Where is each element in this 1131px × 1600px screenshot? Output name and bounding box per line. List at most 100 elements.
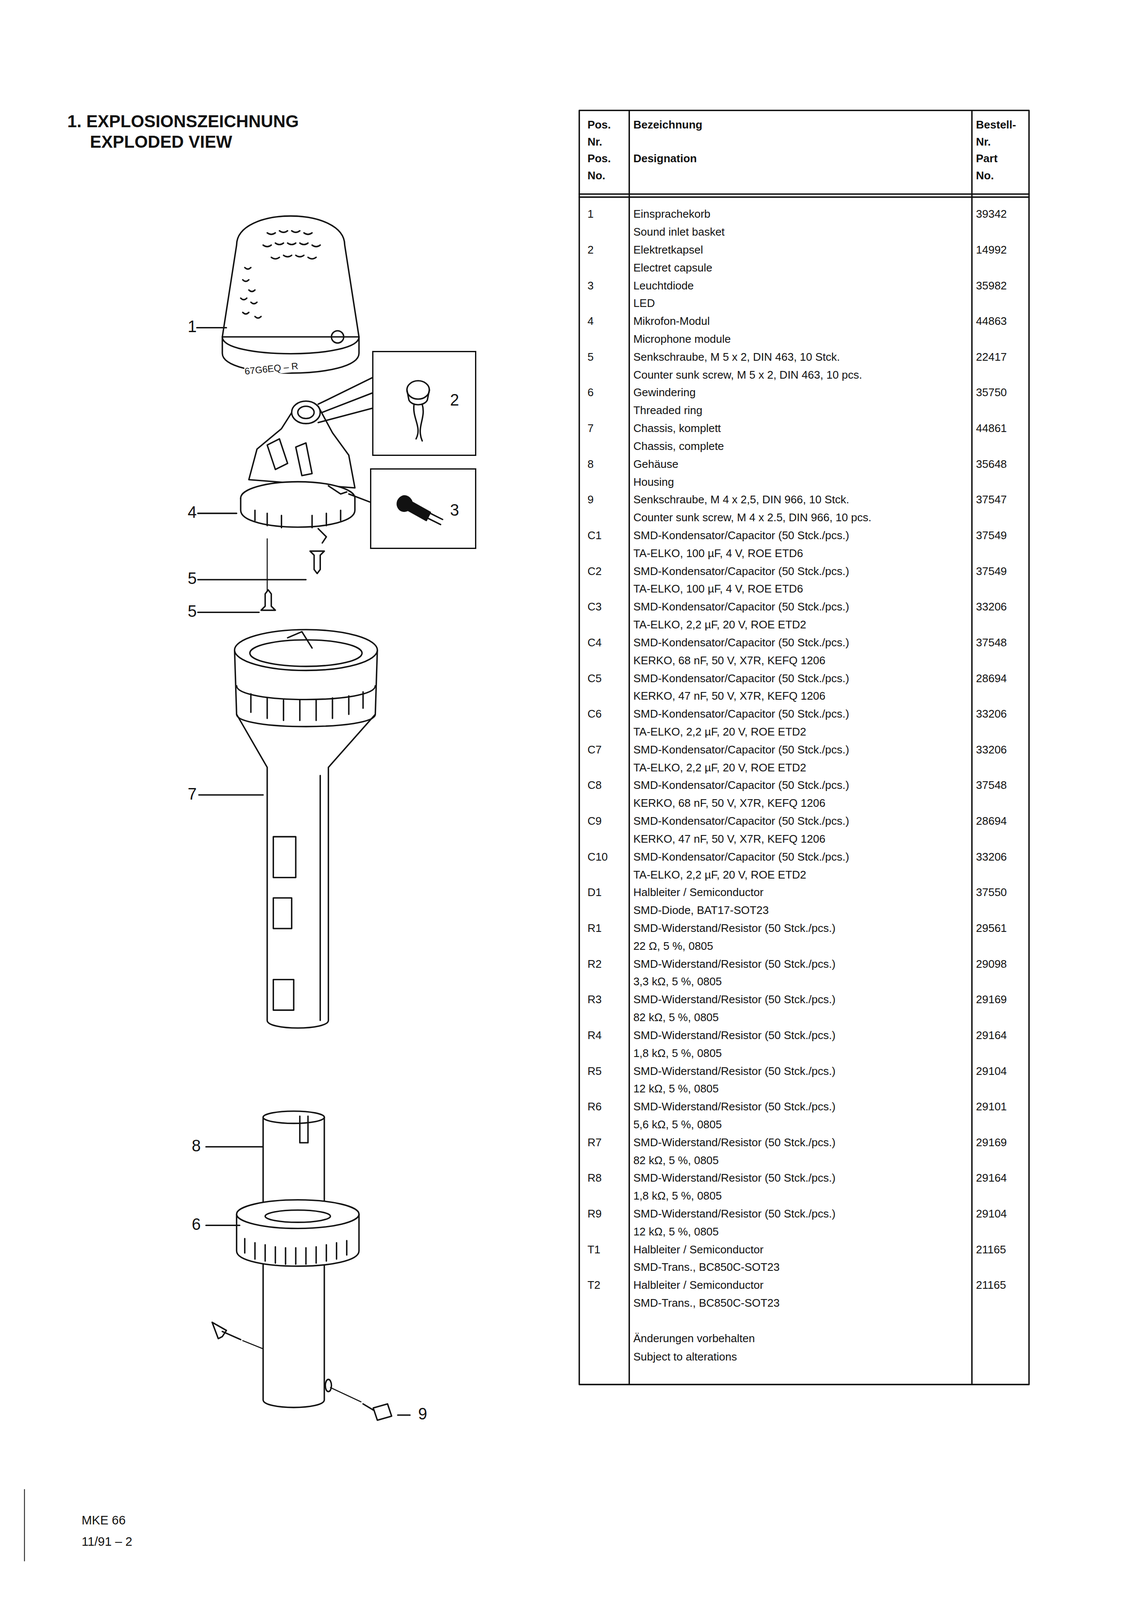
- position-number: R5: [587, 1061, 602, 1080]
- callout-number: 7: [187, 784, 197, 804]
- chassis-windows: [273, 836, 296, 1010]
- part-number: 39342: [976, 204, 1007, 223]
- position-number: 2: [587, 240, 594, 259]
- designation-de: SMD-Widerstand/Resistor (50 Stck./pcs.): [633, 1061, 836, 1080]
- threaded-ring: [236, 1199, 359, 1266]
- document-id: MKE 66: [81, 1509, 126, 1531]
- assembly-line: [242, 1340, 264, 1349]
- designation-en: 1,8 kΩ, 5 %, 0805: [633, 1186, 722, 1205]
- part-number: 28694: [976, 669, 1007, 688]
- designation-de: Gewindering: [633, 383, 696, 402]
- position-number: 9: [587, 490, 594, 509]
- part-number: 21165: [976, 1275, 1006, 1294]
- position-number: 1: [587, 204, 594, 223]
- callout-number: 1: [187, 317, 197, 336]
- leader-line: [318, 377, 373, 405]
- designation-de: Halbleiter / Semiconductor: [633, 1240, 764, 1259]
- module-capsule: [297, 406, 315, 419]
- position-number: R8: [587, 1168, 602, 1187]
- designation-en: Electret capsule: [633, 258, 713, 277]
- designation-en: KERKO, 68 nF, 50 V, X7R, KEFQ 1206: [633, 651, 826, 670]
- callout-number: 6: [191, 1214, 201, 1234]
- chassis-ring-inner: [249, 639, 362, 667]
- part-number: 37549: [976, 562, 1007, 581]
- table-rule: [628, 110, 630, 1385]
- designation-de: SMD-Widerstand/Resistor (50 Stck./pcs.): [633, 1097, 836, 1116]
- part-number: 33206: [976, 740, 1007, 759]
- designation-de: SMD-Kondensator/Capacitor (50 Stck./pcs.…: [633, 847, 850, 866]
- module-board: [267, 438, 312, 476]
- position-number: 3: [587, 276, 594, 295]
- callout-number: 5: [187, 568, 197, 588]
- position-number: C6: [587, 704, 602, 723]
- designation-de: SMD-Kondensator/Capacitor (50 Stck./pcs.…: [633, 811, 850, 830]
- part-number: 29104: [976, 1061, 1007, 1080]
- table-rule: [579, 193, 1029, 195]
- ring-bore: [265, 1209, 331, 1223]
- position-number: 7: [587, 419, 594, 438]
- callout-number: 8: [191, 1136, 201, 1155]
- designation-en: TA-ELKO, 100 µF, 4 V, ROE ETD6: [633, 579, 804, 598]
- module-teeth: [254, 510, 341, 528]
- designation-en: 3,3 kΩ, 5 %, 0805: [633, 972, 722, 991]
- designation-de: SMD-Widerstand/Resistor (50 Stck./pcs.): [633, 990, 836, 1009]
- part-number: 29101: [976, 1097, 1007, 1116]
- position-number: R6: [587, 1097, 602, 1116]
- position-number: 4: [587, 311, 594, 330]
- ring-knurl: [244, 1238, 347, 1265]
- led-body: [397, 495, 431, 521]
- leader-line: [322, 393, 373, 413]
- capsule-leads: [413, 404, 424, 441]
- designation-en: Housing: [633, 472, 674, 491]
- designation-en: 82 kΩ, 5 %, 0805: [633, 1008, 719, 1027]
- position-number: C10: [587, 847, 608, 866]
- part-number: 29164: [976, 1168, 1007, 1187]
- page-title: 1. EXPLOSIONSZEICHNUNG EXPLODED VIEW: [67, 110, 364, 152]
- part-number: 29104: [976, 1204, 1007, 1223]
- screw: [363, 1403, 392, 1420]
- housing-slot: [300, 1116, 309, 1143]
- countersunk-screws-5: [261, 550, 325, 611]
- designation-de: SMD-Widerstand/Resistor (50 Stck./pcs.): [633, 1168, 836, 1187]
- basket-logo: [331, 330, 344, 344]
- screw: [261, 589, 276, 611]
- designation-en: Threaded ring: [633, 401, 703, 420]
- position-number: R9: [587, 1204, 602, 1223]
- part-number: 44863: [976, 311, 1007, 330]
- part-number: 37548: [976, 775, 1007, 794]
- position-number: 6: [587, 383, 594, 402]
- countersunk-screws-9: [212, 1321, 392, 1420]
- designation-de: Elektretkapsel: [633, 240, 703, 259]
- chassis-detail: [287, 631, 312, 648]
- leader-line: [318, 408, 373, 423]
- designation-de: SMD-Kondensator/Capacitor (50 Stck./pcs.…: [633, 562, 850, 581]
- position-number: C1: [587, 526, 602, 545]
- designation-de: Chassis, komplett: [633, 419, 721, 438]
- callout-number: 2: [449, 390, 459, 410]
- designation-en: Counter sunk screw, M 5 x 2, DIN 463, 10…: [633, 365, 863, 384]
- callout-number: 3: [449, 500, 459, 520]
- leader-line: [198, 611, 260, 613]
- screw: [309, 550, 324, 574]
- table-header: Designation: [633, 149, 697, 167]
- designation-de: SMD-Widerstand/Resistor (50 Stck./pcs.): [633, 1026, 836, 1044]
- position-number: R3: [587, 990, 602, 1009]
- designation-en: SMD-Trans., BC850C-SOT23: [633, 1257, 780, 1276]
- table-header: Pos. No.: [587, 149, 618, 184]
- chassis-band: [236, 685, 376, 727]
- designation-en: SMD-Diode, BAT17-SOT23: [633, 900, 769, 919]
- position-number: C4: [587, 633, 602, 652]
- designation-en: TA-ELKO, 2,2 µF, 20 V, ROE ETD2: [633, 615, 807, 634]
- chassis-edge: [319, 775, 321, 1021]
- designation-de: Halbleiter / Semiconductor: [633, 1275, 764, 1294]
- housing-hole: [325, 1378, 332, 1392]
- inset-box: 3: [370, 468, 477, 549]
- part-number: 37550: [976, 883, 1007, 901]
- assembly-line: [266, 538, 268, 592]
- position-number: T2: [587, 1275, 601, 1294]
- designation-en: 12 kΩ, 5 %, 0805: [633, 1079, 719, 1098]
- designation-de: Einsprachekorb: [633, 204, 711, 223]
- designation-en: SMD-Trans., BC850C-SOT23: [633, 1293, 780, 1312]
- position-number: T1: [587, 1240, 601, 1259]
